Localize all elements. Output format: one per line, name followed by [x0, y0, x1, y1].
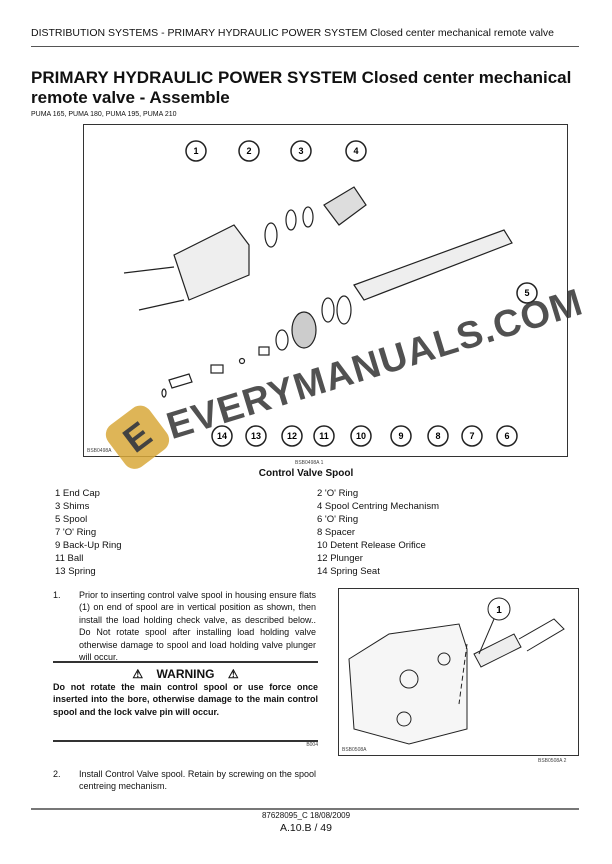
- legend-item: 4 Spool Centring Mechanism: [317, 501, 439, 512]
- callout-14: 14: [211, 425, 233, 447]
- warning-text: Do not rotate the main control spool or …: [53, 682, 318, 717]
- callout-13: 13: [245, 425, 267, 447]
- svg-text:12: 12: [287, 431, 297, 441]
- warning-box: ⚠ WARNING ⚠ Do not rotate the main contr…: [53, 661, 318, 748]
- svg-text:6: 6: [504, 431, 509, 441]
- step-1: 1. Prior to inserting control valve spoo…: [0, 589, 330, 662]
- figure-ref: BSB0498A 1: [295, 460, 324, 466]
- figure-code: BSB0498A: [87, 448, 112, 454]
- legend-item: 8 Spacer: [317, 527, 356, 538]
- header-divider: [31, 46, 579, 47]
- legend-item: 1 End Cap: [55, 488, 100, 499]
- callout-5: 5: [516, 282, 538, 304]
- spool-insertion-figure: 1 BSB0508A: [338, 588, 579, 756]
- callout-12: 12: [281, 425, 303, 447]
- spool-insertion-drawing: 1 BSB0508A: [342, 597, 565, 753]
- svg-text:2: 2: [246, 146, 251, 156]
- document-number: 87628095_C 18/08/2009: [261, 811, 351, 820]
- legend-item: 2 'O' Ring: [317, 488, 359, 499]
- legend-item: 5 Spool: [55, 514, 88, 525]
- step-2: 2. Install Control Valve spool. Retain b…: [0, 768, 330, 798]
- callout-8: 8: [427, 425, 449, 447]
- page-title: PRIMARY HYDRAULIC POWER SYSTEM Closed ce…: [31, 68, 572, 107]
- step-number: 2.: [53, 769, 61, 779]
- figure-title: Control Valve Spool: [258, 468, 354, 479]
- callout-6: 6: [496, 425, 518, 447]
- svg-text:3: 3: [298, 146, 303, 156]
- svg-text:9: 9: [398, 431, 403, 441]
- running-header: DISTRIBUTION SYSTEMS - PRIMARY HYDRAULIC…: [31, 27, 554, 39]
- page-number: A.10.B / 49: [280, 822, 332, 834]
- callout-9: 9: [390, 425, 412, 447]
- callout-3: 3: [290, 140, 312, 162]
- legend-item: 10 Detent Release Orifice: [317, 540, 426, 551]
- svg-text:5: 5: [524, 288, 529, 298]
- figure-ref: BSB0508A 2: [538, 758, 567, 764]
- step-text: Prior to inserting control valve spool i…: [79, 590, 316, 663]
- callout-10: 10: [350, 425, 372, 447]
- footer-divider: [31, 808, 579, 810]
- legend-item: 7 'O' Ring: [55, 527, 97, 538]
- legend-item: 3 Shims: [55, 501, 90, 512]
- callout-1: 1: [496, 605, 502, 616]
- callout-11: 11: [313, 425, 335, 447]
- legend-right: 2 'O' Ring 4 Spool Centring Mechanism 6 …: [317, 487, 439, 578]
- step-number: 1.: [53, 590, 61, 600]
- callout-4: 4: [345, 140, 367, 162]
- svg-text:1: 1: [193, 146, 198, 156]
- callout-1: 1: [185, 140, 207, 162]
- legend-item: 13 Spring: [55, 566, 96, 577]
- step-text: Install Control Valve spool. Retain by s…: [79, 769, 316, 792]
- warning-label: WARNING: [156, 667, 215, 681]
- svg-text:14: 14: [217, 431, 227, 441]
- divider: [53, 661, 318, 663]
- warning-heading: ⚠ WARNING ⚠: [53, 667, 318, 681]
- figure-code: BSB0508A: [342, 747, 367, 753]
- svg-text:8: 8: [435, 431, 440, 441]
- svg-text:11: 11: [319, 431, 329, 441]
- legend-item: 14 Spring Seat: [317, 566, 380, 577]
- model-list: PUMA 165, PUMA 180, PUMA 195, PUMA 210: [31, 111, 177, 118]
- warning-icon: ⚠: [132, 667, 144, 681]
- legend-item: 12 Plunger: [317, 553, 363, 564]
- svg-text:7: 7: [469, 431, 474, 441]
- svg-text:4: 4: [353, 146, 358, 156]
- legend-item: 9 Back-Up Ring: [55, 540, 122, 551]
- callout-7: 7: [461, 425, 483, 447]
- callout-2: 2: [238, 140, 260, 162]
- svg-text:13: 13: [251, 431, 261, 441]
- warning-code: B004: [306, 741, 318, 748]
- svg-text:10: 10: [356, 431, 366, 441]
- legend-item: 6 'O' Ring: [317, 514, 359, 525]
- warning-icon: ⚠: [227, 667, 239, 681]
- legend-item: 11 Ball: [55, 553, 84, 564]
- divider: [53, 739, 318, 742]
- legend-left: 1 End Cap 3 Shims 5 Spool 7 'O' Ring 9 B…: [55, 487, 122, 578]
